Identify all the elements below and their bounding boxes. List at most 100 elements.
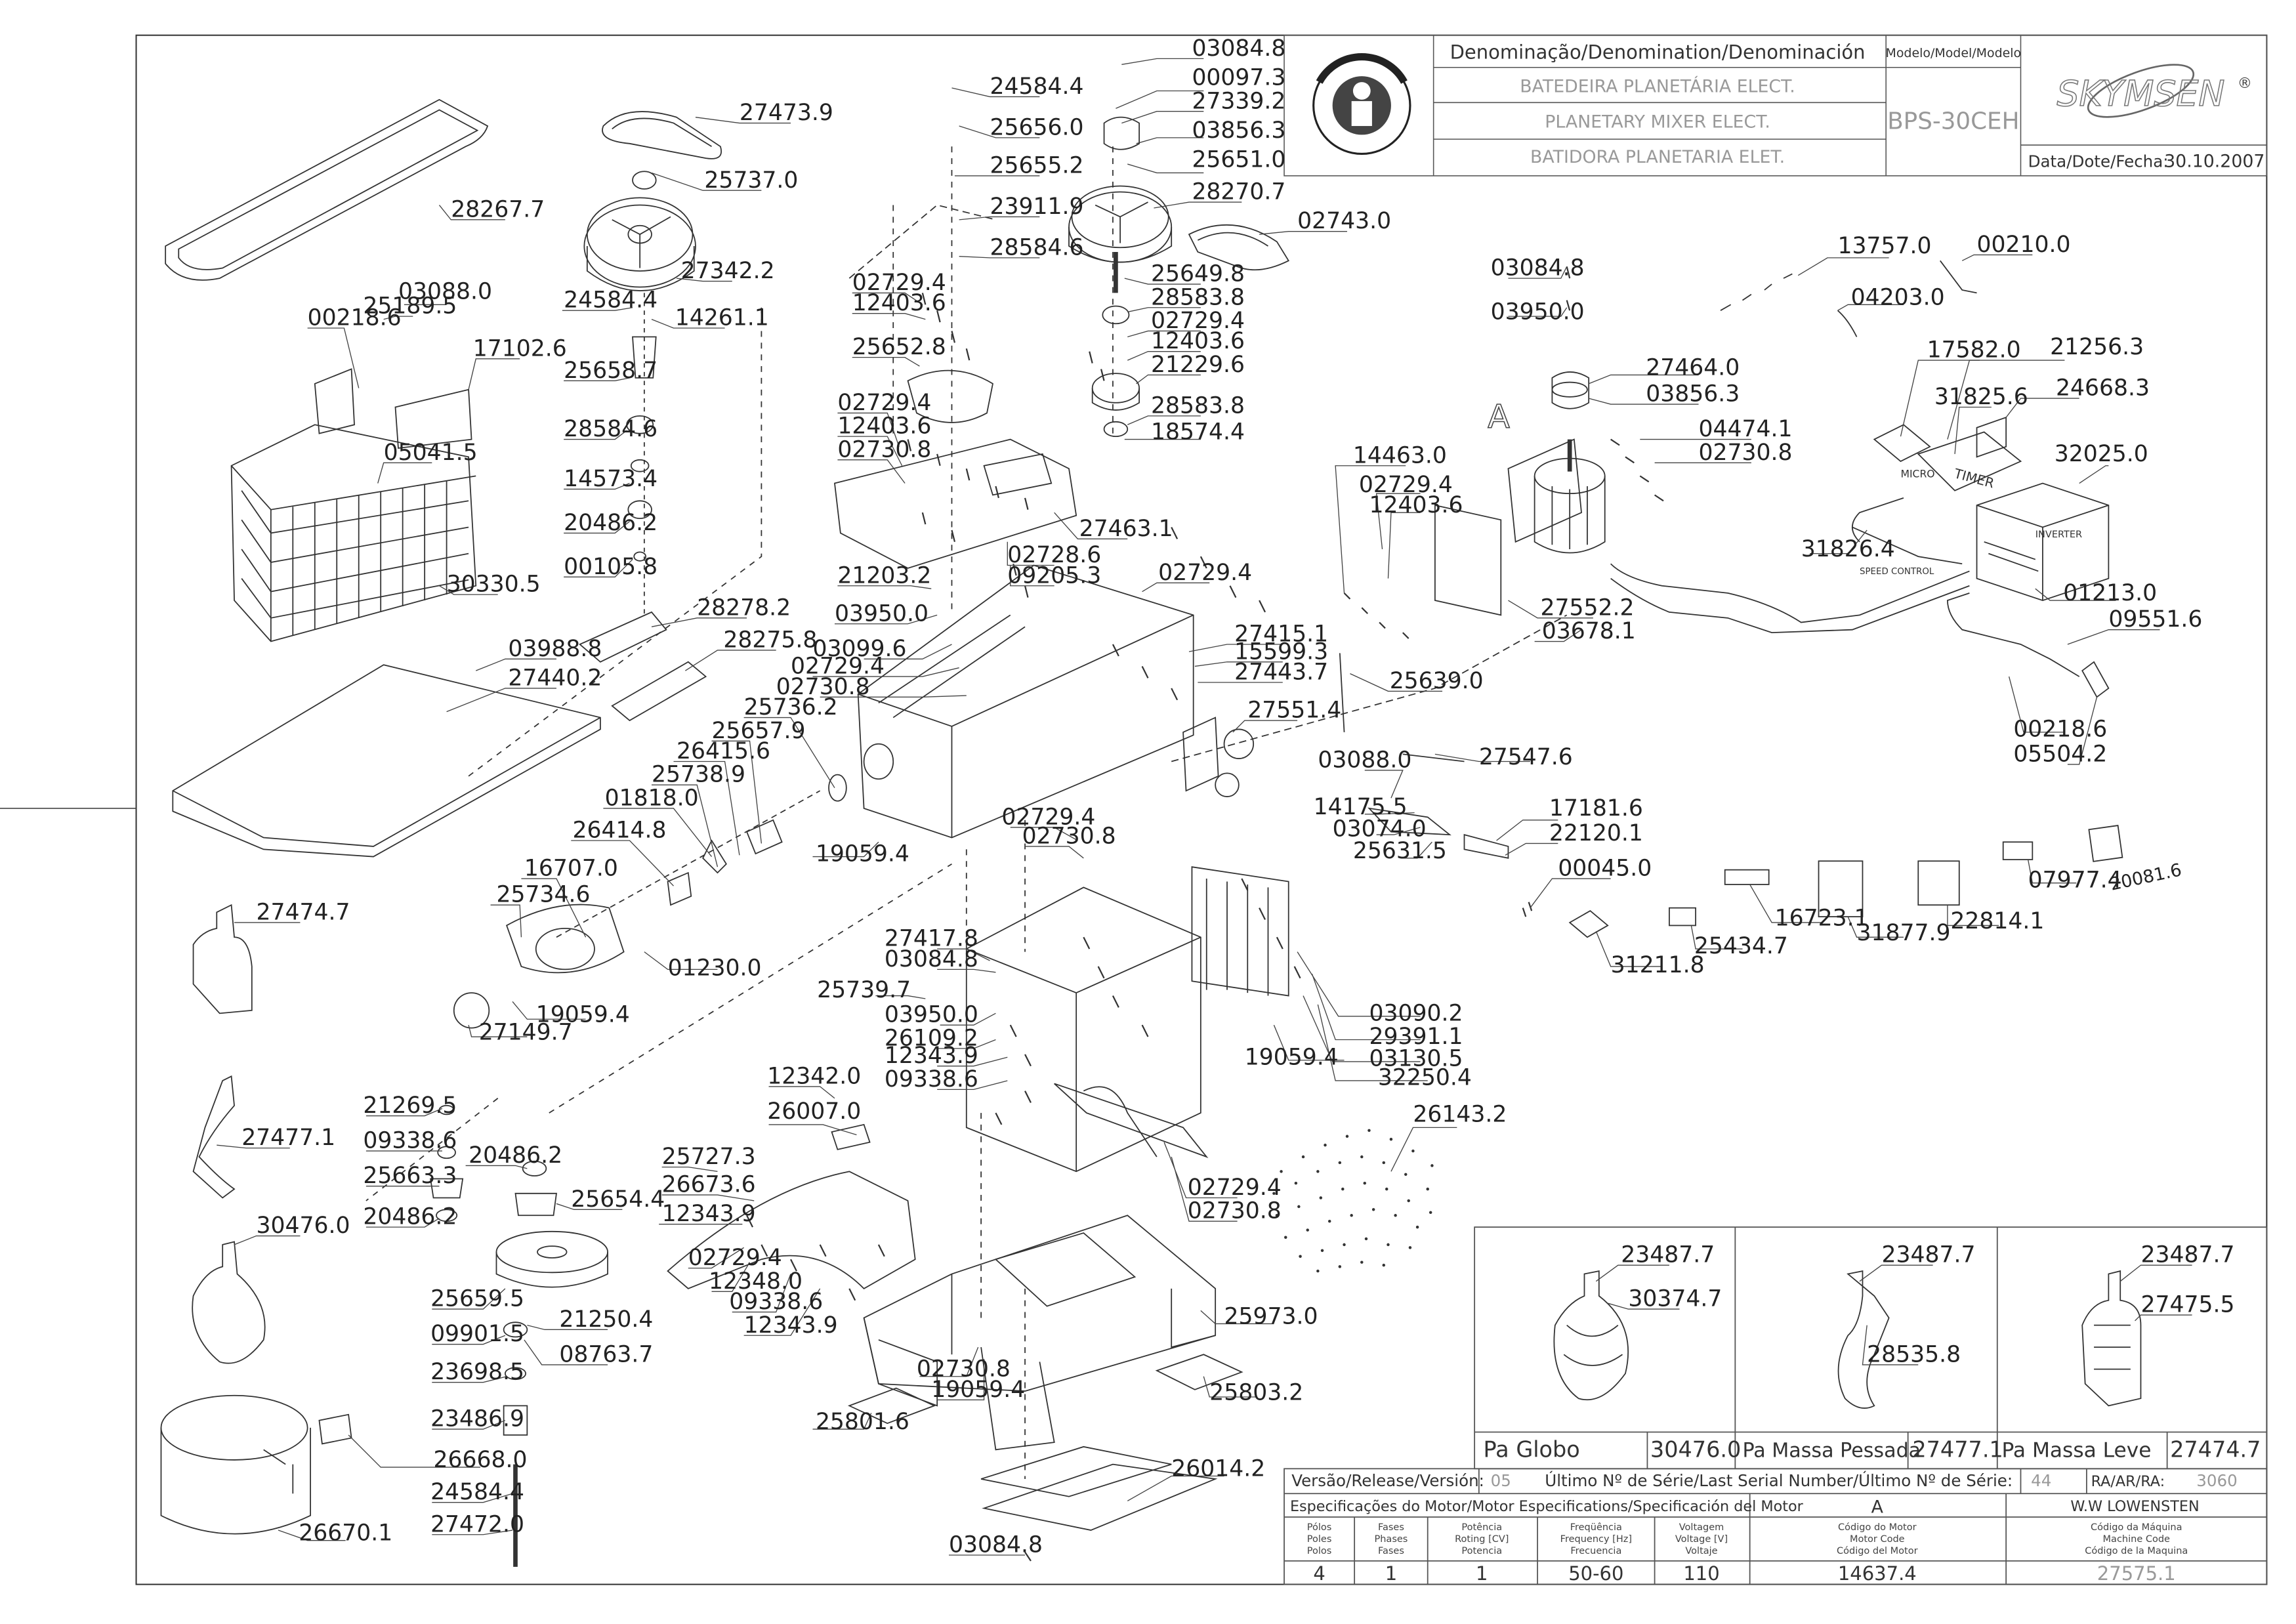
part-label: 19059.4 [1245, 1044, 1339, 1070]
part-label: 00105.8 [564, 554, 657, 580]
date-value: 30.10.2007 [2164, 152, 2265, 172]
part-label: 22120.1 [1549, 820, 1643, 846]
accessory-name-leve: Pa Massa Leve [2001, 1438, 2151, 1462]
part-label: 12403.6 [852, 290, 946, 316]
name-es: BATIDORA PLANETARIA ELET. [1530, 147, 1785, 167]
part-label: 26668.0 [434, 1447, 528, 1473]
part-label: 25736.2 [744, 694, 838, 720]
spec-label-motor-code: Motor Code [1850, 1534, 1905, 1545]
part-label: 27474.7 [257, 900, 350, 926]
part-label: 03950.0 [1491, 299, 1585, 325]
drawing-lines [160, 98, 2123, 1567]
hardware-scatter [1272, 1129, 1434, 1273]
part-label: 12403.6 [1369, 492, 1463, 518]
part-label: 25655.2 [990, 152, 1083, 178]
part-label: 20486.2 [564, 510, 657, 536]
part-label: 22814.1 [1950, 908, 2044, 934]
part-label: 26414.8 [573, 818, 667, 844]
part-label: 28275.8 [723, 627, 817, 653]
spec-label-machine-code: Machine Code [2103, 1534, 2171, 1545]
part-label: 04203.0 [1851, 284, 1945, 310]
part-label: 02729.4 [1188, 1175, 1282, 1201]
part-label: 02730.8 [776, 674, 870, 700]
part-label: 24668.3 [2056, 375, 2150, 402]
part-label: 28270.7 [1192, 179, 1285, 205]
part-label: 32025.0 [2055, 441, 2148, 467]
timer-label: TIMER [1952, 465, 1996, 491]
part-label: 02729.4 [1151, 308, 1245, 334]
part-label: 09551.6 [2108, 606, 2202, 633]
part-label: 00045.0 [1558, 856, 1652, 882]
version-label: Versão/Release/Versión: [1291, 1471, 1484, 1490]
part-label: 02730.8 [1022, 823, 1116, 849]
part-label: 31877.9 [1857, 920, 1951, 946]
part-label: 00210.0 [1977, 232, 2071, 258]
part-label: 24584.4 [430, 1479, 524, 1505]
part-label: 03084.8 [949, 1532, 1043, 1558]
part-labels: 28267.7 27473.9 25737.0 27342.2 24584.4 … [241, 35, 2202, 1558]
part-label: 02729.4 [852, 270, 946, 296]
part-label: 21203.2 [837, 562, 931, 589]
brand-name: SKYMSEN [2057, 73, 2225, 114]
part-label: 14175.5 [1314, 794, 1408, 820]
part-label: 21269.5 [363, 1093, 457, 1119]
motor-spec-values: 4 1 1 50-60 110 14637.4 27575.1 [1313, 1562, 2175, 1585]
ra-value: 3060 [2196, 1471, 2237, 1490]
part-label: 31211.8 [1611, 952, 1705, 978]
spec-label-frequency: Frequency [Hz] [1560, 1534, 1632, 1545]
serial-value: 44 [2031, 1471, 2051, 1490]
part-label: 03088.0 [398, 278, 492, 304]
part-label: 12343.9 [662, 1201, 756, 1227]
accessory-name-globo: Pa Globo [1484, 1436, 1580, 1462]
part-label: 31826.4 [1801, 536, 1895, 562]
part-label: 02729.4 [1158, 560, 1252, 586]
part-label: 03074.0 [1333, 816, 1427, 842]
accessory-part-label: 28535.8 [1867, 1341, 1961, 1367]
part-label: 30330.5 [447, 572, 541, 598]
part-label: 27342.2 [681, 258, 775, 284]
part-label: 25631.5 [1353, 838, 1447, 864]
part-label: 25651.0 [1192, 147, 1285, 173]
spec-value-poles: 4 [1313, 1562, 1325, 1585]
part-label: 03099.6 [812, 636, 906, 662]
part-label: 27149.7 [479, 1019, 573, 1045]
part-label: 25663.3 [363, 1163, 457, 1189]
part-label: 15599.3 [1234, 638, 1328, 665]
part-label: 14463.0 [1353, 442, 1447, 468]
brand-logo: SKYMSEN ® [2056, 64, 2252, 118]
spec-label-motor-code: Código do Motor [1838, 1522, 1917, 1533]
part-label: 20486.2 [363, 1204, 457, 1230]
part-label: 16723.1 [1775, 905, 1869, 931]
part-label: 28583.8 [1151, 392, 1245, 419]
accessory-drawings [1553, 1270, 2142, 1409]
part-label: 32250.4 [1378, 1065, 1472, 1091]
part-label: 02730.8 [1699, 440, 1793, 466]
part-label: 25639.0 [1390, 668, 1484, 694]
motor-specs-letter: A [1871, 1497, 1884, 1517]
part-label: 02729.4 [837, 390, 931, 416]
part-label: 14261.1 [675, 305, 769, 331]
part-label: 03988.8 [508, 636, 602, 662]
part-label: 20486.2 [469, 1142, 562, 1169]
part-label: 12403.6 [1151, 328, 1245, 354]
accessory-part-label: 27475.5 [2140, 1292, 2234, 1318]
spec-label-voltage: Voltagem [1679, 1522, 1724, 1533]
part-label: 17181.6 [1549, 795, 1643, 822]
spec-label-motor-code: Código del Motor [1837, 1546, 1918, 1556]
part-label: 28278.2 [697, 594, 791, 621]
model-header: Modelo/Model/Modelo [1885, 46, 2021, 60]
spec-value-power: 1 [1476, 1562, 1488, 1585]
model-code: BPS-30CEH [1887, 108, 2019, 135]
part-label: 25659.5 [430, 1286, 524, 1312]
part-label: 04474.1 [1699, 416, 1793, 442]
part-label: 24584.4 [564, 287, 657, 314]
part-label: 29391.1 [1369, 1024, 1463, 1050]
spec-label-machine-code: Código da Máquina [2091, 1522, 2182, 1533]
name-en: PLANETARY MIXER ELECT. [1545, 112, 1770, 132]
ra-label: RA/AR/RA: [2091, 1473, 2165, 1490]
part-label: 19059.4 [536, 1002, 630, 1028]
part-label: 01818.0 [605, 785, 699, 811]
part-label: 26415.6 [677, 738, 770, 764]
part-label: 03678.1 [1542, 618, 1636, 644]
